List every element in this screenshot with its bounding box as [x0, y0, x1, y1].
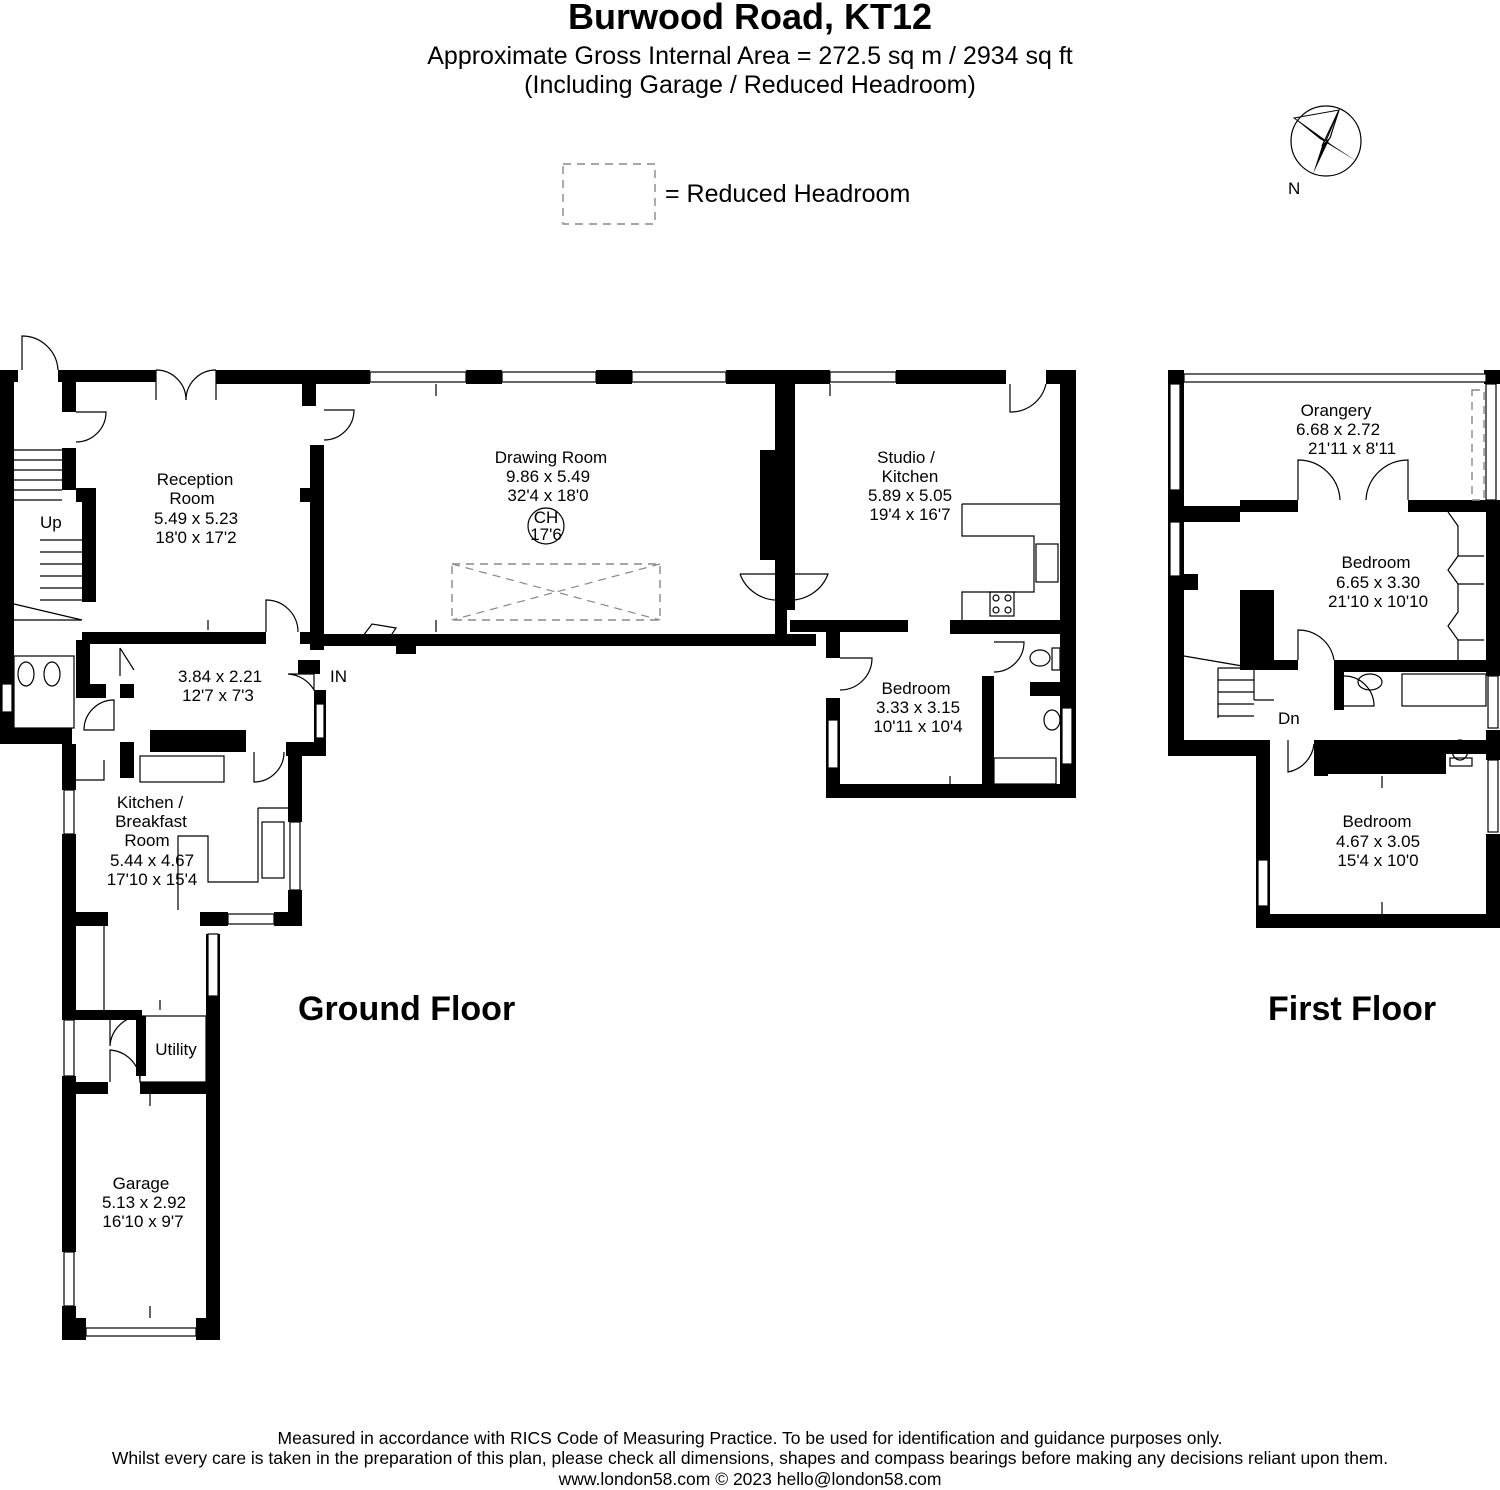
garage-metric: 5.13 x 2.92 [102, 1193, 186, 1212]
footer-disclaimer-1: Measured in accordance with RICS Code of… [277, 1428, 1223, 1448]
entrance-label: IN [330, 667, 347, 686]
garage-imperial: 16'10 x 9'7 [102, 1212, 183, 1231]
first-floor-label: First Floor [1268, 990, 1436, 1028]
utility-label: Utility [155, 1040, 197, 1059]
first-bedroom-2-label: Bedroom 4.67 x 3.05 15'4 x 10'0 [1336, 812, 1420, 870]
staircase-down [1183, 655, 1274, 718]
drawing-room-label: Drawing Room 9.86 x 5.49 32'4 x 18'0 CH … [495, 448, 607, 544]
studio-imperial: 19'4 x 16'7 [869, 505, 950, 524]
ceiling-height-label: CH [534, 508, 559, 527]
kitchen-name-1: Kitchen / [117, 793, 183, 812]
reception-metric: 5.49 x 5.23 [154, 509, 238, 528]
orangery-metric: 6.68 x 2.72 [1296, 420, 1380, 439]
first-bedroom-2-imperial: 15'4 x 10'0 [1337, 851, 1418, 870]
drawing-name: Drawing Room [495, 448, 607, 467]
ground-bedroom-label: Bedroom 3.33 x 3.15 10'11 x 10'4 [873, 679, 962, 736]
ceiling-height-marker [527, 507, 565, 545]
studio-kitchen-label: Studio / Kitchen 5.89 x 5.05 19'4 x 16'7 [868, 448, 952, 524]
kitchen-imperial: 17'10 x 15'4 [107, 870, 198, 889]
orangery-imperial: 21'11 x 8'11 [1308, 439, 1396, 458]
legend: = Reduced Headroom [562, 163, 910, 225]
reception-imperial: 18'0 x 17'2 [155, 528, 236, 547]
first-bedroom-1-imperial: 21'10 x 10'10 [1328, 592, 1428, 611]
compass-rose-icon: N [1288, 105, 1362, 198]
ground-floor-windows [1, 371, 1073, 1337]
legend-label: = Reduced Headroom [665, 180, 910, 208]
reception-name-1: Reception [157, 470, 234, 489]
garage-label: Garage 5.13 x 2.92 16'10 x 9'7 [102, 1174, 186, 1231]
ground-bedroom-imperial: 10'11 x 10'4 [873, 717, 962, 736]
room-labels-first: Orangery 6.68 x 2.72 21'11 x 8'11 Bedroo… [1278, 401, 1428, 870]
orangery-label: Orangery 6.68 x 2.72 21'11 x 8'11 [1296, 401, 1396, 458]
measurement-markers [149, 384, 1383, 1318]
studio-name-2: Kitchen [882, 467, 939, 486]
ground-bedroom-metric: 3.33 x 3.15 [876, 698, 960, 717]
room-labels-ground: Reception Room 5.49 x 5.23 18'0 x 17'2 D… [40, 448, 963, 1231]
drawing-room-reduced-headroom [451, 563, 661, 621]
reception-name-2: Room [169, 489, 214, 508]
first-floor-fixtures [1183, 389, 1487, 773]
plan-title: Burwood Road, KT12 [567, 0, 932, 37]
stairs-up-label: Up [40, 513, 62, 532]
kitchen-name-2: Breakfast [115, 812, 187, 831]
first-bedroom-1-label: Bedroom 6.65 x 3.30 21'10 x 10'10 [1328, 553, 1428, 611]
reduced-headroom-swatch [562, 163, 656, 225]
hall-imperial: 12'7 x 7'3 [182, 686, 254, 705]
first-bedroom-1-name: Bedroom [1342, 553, 1411, 572]
footer-contact: www.london58.com © 2023 hello@london58.c… [558, 1469, 942, 1489]
garage-name: Garage [113, 1174, 170, 1193]
stairs-down-label: Dn [1278, 709, 1300, 728]
orangery-name: Orangery [1301, 401, 1372, 420]
kitchen-breakfast-label: Kitchen / Breakfast Room 5.44 x 4.67 17'… [107, 793, 198, 889]
hall-metric: 3.84 x 2.21 [178, 667, 262, 686]
first-bedroom-2-name: Bedroom [1343, 812, 1412, 831]
drawing-imperial: 32'4 x 18'0 [507, 486, 588, 505]
gross-internal-area: Approximate Gross Internal Area = 272.5 … [427, 42, 1073, 70]
ceiling-height-value: 17'6 [530, 525, 562, 544]
kitchen-name-3: Room [124, 831, 169, 850]
studio-name-1: Studio / [877, 448, 935, 467]
first-floor-windows [1169, 373, 1499, 907]
area-inclusion-note: (Including Garage / Reduced Headroom) [524, 71, 976, 99]
first-bedroom-1-metric: 6.65 x 3.30 [1336, 573, 1420, 592]
reception-room-label: Reception Room 5.49 x 5.23 18'0 x 17'2 [154, 470, 238, 547]
ground-floor-walls [0, 370, 1076, 1340]
drawing-metric: 9.86 x 5.49 [506, 467, 590, 486]
hall-label: 3.84 x 2.21 12'7 x 7'3 IN [178, 667, 347, 705]
ground-bedroom-name: Bedroom [882, 679, 951, 698]
footer-disclaimer-2: Whilst every care is taken in the prepar… [111, 1448, 1389, 1468]
ground-floor-label: Ground Floor [298, 990, 515, 1028]
ground-floor-fixtures [13, 335, 1061, 1083]
studio-metric: 5.89 x 5.05 [868, 486, 952, 505]
kitchen-metric: 5.44 x 4.67 [110, 851, 194, 870]
north-label: N [1288, 179, 1300, 198]
staircase-up [13, 449, 83, 621]
first-bedroom-2-metric: 4.67 x 3.05 [1336, 832, 1420, 851]
